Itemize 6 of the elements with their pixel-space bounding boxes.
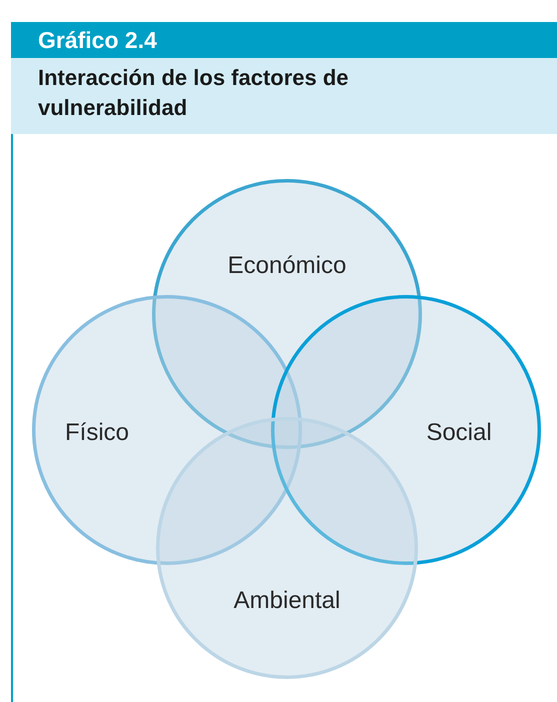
circle-label: Ambiental — [234, 587, 340, 615]
circle-label: Físico — [65, 419, 129, 447]
circle-label: Económico — [228, 252, 346, 280]
figure-number-heading: Gráfico 2.4 — [11, 22, 557, 58]
circle-label: Social — [426, 419, 492, 447]
figure-title: Interacción de los factores de vulnerabilidad — [11, 58, 557, 134]
